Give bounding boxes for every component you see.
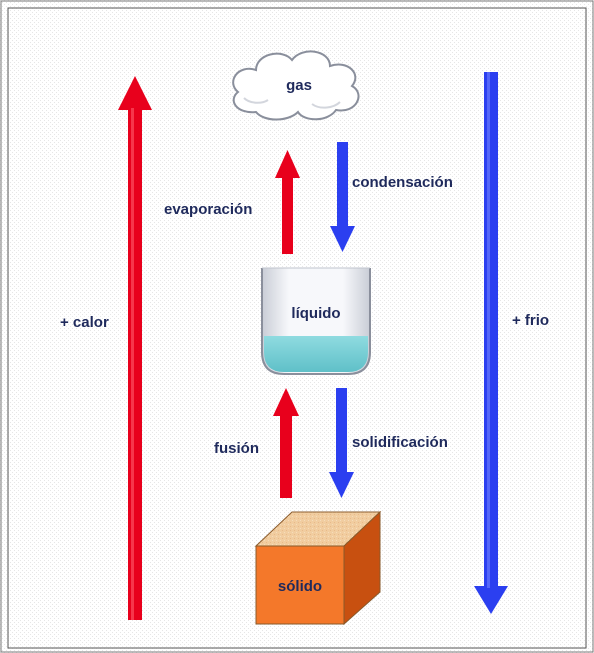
gas-cloud bbox=[232, 50, 360, 121]
cold-arrow bbox=[474, 72, 508, 614]
fusion-arrow bbox=[273, 388, 299, 498]
evaporation-arrow bbox=[275, 150, 300, 254]
solid-label: sólido bbox=[278, 578, 322, 595]
solid-cube bbox=[254, 510, 382, 626]
condensation-label: condensación bbox=[352, 174, 453, 191]
solidification-arrow bbox=[329, 388, 354, 498]
gas-label: gas bbox=[286, 77, 312, 94]
cube-front bbox=[255, 545, 345, 625]
condensation-arrow bbox=[330, 142, 355, 252]
liquid-fill bbox=[264, 336, 368, 372]
evaporation-label: evaporación bbox=[164, 201, 252, 218]
heat-arrow bbox=[118, 76, 152, 620]
inner-frame bbox=[7, 7, 587, 649]
heat-label: + calor bbox=[60, 314, 109, 331]
fusion-label: fusión bbox=[214, 440, 259, 457]
cold-label: + frio bbox=[512, 312, 549, 329]
liquid-label: líquido bbox=[291, 305, 340, 322]
liquid-container bbox=[261, 267, 371, 375]
solidification-label: solidificación bbox=[352, 434, 448, 451]
